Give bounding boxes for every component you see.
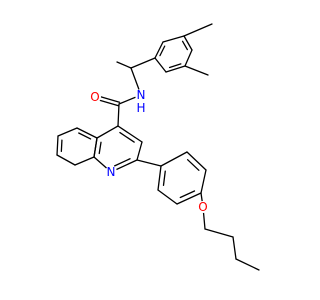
- bond-Cch-me: [116, 61, 132, 69]
- bond-Cam-q4: [117, 103, 120, 127]
- bond-p2-p3: [186, 151, 207, 171]
- ring-nitrogen-label: N: [107, 165, 116, 179]
- bond-a4-a5: [154, 57, 167, 73]
- bond-a1-dm2: [183, 23, 213, 37]
- bond-p6-p1: [157, 165, 162, 191]
- bond-q8a-q4a-inner: [98, 141, 102, 155]
- bond-q4a-q5: [76, 127, 98, 139]
- bond-p6-p1-inner: [162, 170, 166, 187]
- bond-q4-q3-inner: [119, 131, 135, 143]
- bond-q5-q6: [57, 127, 78, 137]
- bond-a3-dm1: [184, 65, 209, 76]
- ring-nitrogen: N: [105, 165, 117, 179]
- ether-oxygen: O: [197, 200, 209, 214]
- bond-p3-p4: [200, 169, 207, 194]
- bond-q4a-q5-inner: [78, 132, 92, 140]
- bond-p4-p5-inner: [179, 190, 196, 199]
- amide-hydrogen-label: H: [136, 101, 145, 115]
- molecule-structure: O N H N O: [56, 23, 260, 271]
- bond-a3-a4-inner: [168, 63, 182, 69]
- bond-q7-q8: [56, 154, 76, 166]
- bond-a1-a2-inner: [181, 40, 188, 51]
- bond-q3-q2: [136, 141, 143, 161]
- bond-q4a-q4: [96, 125, 119, 139]
- amide-hydrogen: H: [136, 101, 146, 115]
- bond-q6-q7-inner: [60, 139, 63, 153]
- bond-a5-a6-inner: [159, 45, 166, 57]
- bond-a6-a1: [162, 35, 185, 43]
- bond-a3-a4: [165, 65, 186, 73]
- bond-p5-p6: [157, 189, 178, 205]
- bond-b1-b2: [204, 228, 234, 238]
- atom-labels: O N H N O: [89, 88, 209, 214]
- bond-a5-a6: [154, 41, 164, 59]
- bond-q8-q8a: [74, 156, 95, 166]
- bond-p4-p5: [176, 192, 202, 205]
- bond-q2-Nq-inner: [113, 158, 131, 167]
- bond-q2-p1: [136, 159, 162, 167]
- bond-q6-q7: [56, 135, 59, 156]
- bond-a2-a3: [184, 49, 193, 67]
- bond-q4-q3: [117, 125, 143, 143]
- amide-nitrogen: N: [135, 88, 147, 102]
- amide-oxygen: O: [89, 90, 101, 104]
- bonds: [56, 23, 260, 271]
- amide-oxygen-label: O: [90, 90, 99, 104]
- ether-oxygen-label: O: [198, 200, 207, 214]
- bond-a1-a2: [183, 35, 193, 51]
- bond-a5-Cch: [130, 57, 156, 69]
- bond-b2-b3: [232, 236, 237, 260]
- bond-p2-p3-inner: [186, 159, 200, 171]
- bond-q8a-q4a: [93, 137, 98, 158]
- structure-canvas: O N H N O: [56, 23, 260, 271]
- bond-p1-p2: [160, 151, 188, 167]
- bond-b3-b4: [235, 258, 260, 271]
- amide-nitrogen-label: N: [137, 88, 146, 102]
